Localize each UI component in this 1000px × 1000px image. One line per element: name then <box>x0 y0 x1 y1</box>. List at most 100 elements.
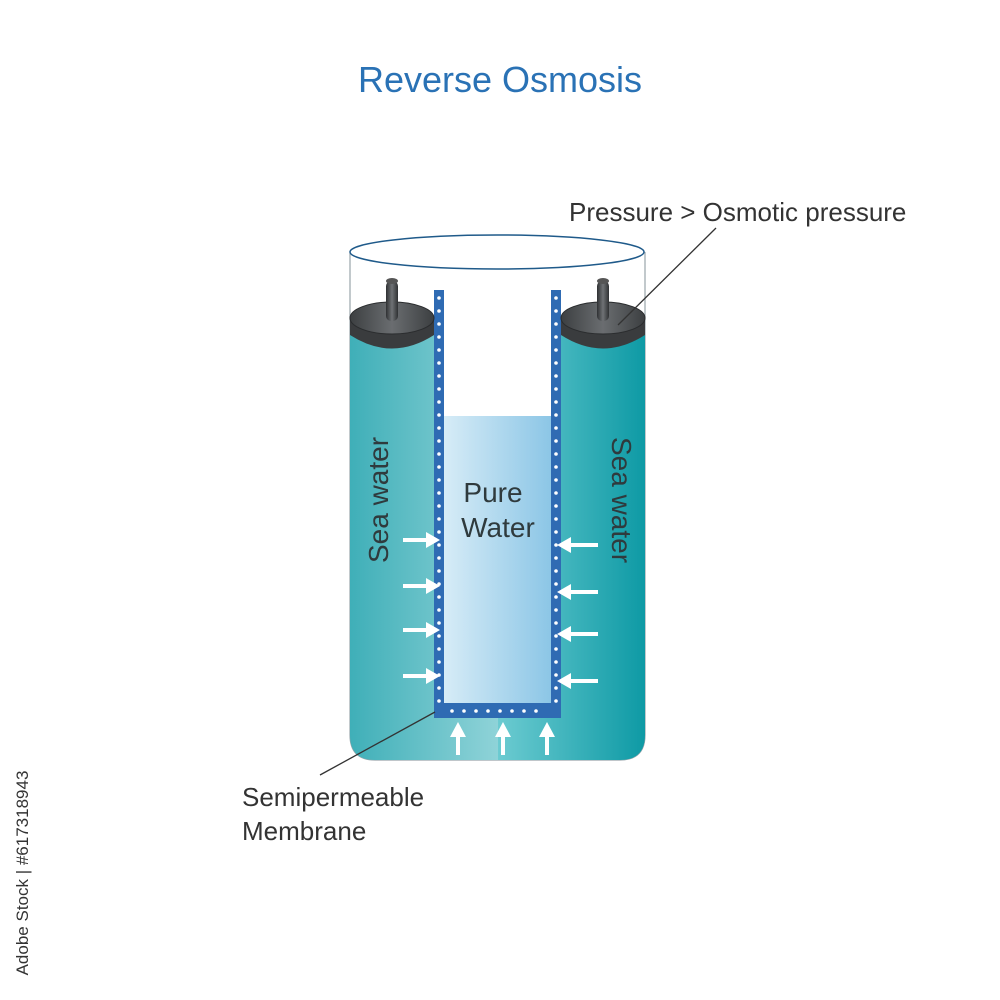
membrane-pore <box>437 556 441 560</box>
pressure-arrow-icon <box>539 722 555 755</box>
membrane-pore <box>437 491 441 495</box>
membrane-pore <box>554 504 558 508</box>
membrane-pore <box>437 309 441 313</box>
membrane-pore <box>486 709 490 713</box>
pressure-arrow-icon <box>403 532 440 548</box>
page-title: Reverse Osmosis <box>358 59 642 100</box>
membrane-pore <box>498 709 502 713</box>
membrane-pore <box>437 439 441 443</box>
membrane-pore <box>437 608 441 612</box>
pressure-arrows <box>403 532 598 755</box>
membrane-pore <box>437 374 441 378</box>
membrane-pore <box>554 413 558 417</box>
sea-water-label-right: Sea water <box>606 437 637 563</box>
membrane-pore <box>554 322 558 326</box>
membrane-pore <box>554 530 558 534</box>
membrane-pore <box>554 439 558 443</box>
membrane-pore <box>554 517 558 521</box>
membrane-pore <box>462 709 466 713</box>
membrane-pore <box>554 556 558 560</box>
membrane-pore <box>474 709 478 713</box>
membrane-pore <box>554 426 558 430</box>
pure-water-label: Pure <box>463 477 522 508</box>
pressure-arrow-icon <box>495 722 511 755</box>
membrane-pore <box>554 660 558 664</box>
stock-watermark: Adobe Stock | #617318943 <box>13 771 32 976</box>
membrane-pore <box>437 569 441 573</box>
membrane-pore <box>554 621 558 625</box>
membrane-pore <box>554 374 558 378</box>
membrane-pore <box>437 504 441 508</box>
membrane-pore <box>437 296 441 300</box>
membrane-pore <box>437 426 441 430</box>
membrane-pore <box>437 400 441 404</box>
membrane-pore <box>437 595 441 599</box>
pressure-leader-line <box>617 227 717 326</box>
membrane-pore <box>554 582 558 586</box>
membrane-pore <box>554 543 558 547</box>
membrane-pore <box>554 673 558 677</box>
pressure-label: Pressure > Osmotic pressure <box>569 197 906 227</box>
membrane-leader-line <box>319 711 436 776</box>
membrane-pore <box>437 582 441 586</box>
membrane-pore <box>437 699 441 703</box>
membrane-pore <box>554 452 558 456</box>
inner-tube-air <box>440 290 554 416</box>
pure-water-label: Water <box>461 512 535 543</box>
pressure-arrow-icon <box>403 578 440 594</box>
membrane-pore <box>437 413 441 417</box>
membrane-pore <box>522 709 526 713</box>
membrane-pore <box>554 686 558 690</box>
membrane-pore <box>534 709 538 713</box>
membrane-pore <box>554 634 558 638</box>
membrane-pore <box>554 569 558 573</box>
pressure-arrow-icon <box>557 537 598 553</box>
semipermeable-membrane <box>434 290 561 718</box>
membrane-pore <box>437 335 441 339</box>
membrane-pore <box>510 709 514 713</box>
membrane-pore <box>554 361 558 365</box>
pressure-arrow-icon <box>557 626 598 642</box>
membrane-pore <box>554 608 558 612</box>
membrane-pore <box>437 387 441 391</box>
glass-rim <box>349 234 645 270</box>
membrane-pore <box>554 595 558 599</box>
membrane-pore <box>554 478 558 482</box>
membrane-pore <box>554 647 558 651</box>
membrane-pore <box>554 309 558 313</box>
pressure-arrow-icon <box>450 722 466 755</box>
membrane-pore <box>437 348 441 352</box>
pressure-arrow-icon <box>403 668 440 684</box>
membrane-pore <box>437 361 441 365</box>
membrane-pore <box>437 634 441 638</box>
membrane-pore <box>437 660 441 664</box>
membrane-pore <box>437 517 441 521</box>
membrane-pore <box>554 387 558 391</box>
membrane-pore <box>554 335 558 339</box>
membrane-pore <box>554 465 558 469</box>
membrane-pore <box>437 465 441 469</box>
pure-water <box>443 416 551 703</box>
pressure-arrow-icon <box>403 622 440 638</box>
pressure-arrow-icon <box>557 673 598 689</box>
membrane-pore <box>554 348 558 352</box>
membrane-pore <box>437 452 441 456</box>
membrane-pore <box>437 530 441 534</box>
membrane-label: Semipermeable <box>242 782 424 812</box>
piston-icon <box>560 278 646 349</box>
sea-water-label-left: Sea water <box>363 437 394 563</box>
membrane-pore <box>450 709 454 713</box>
membrane-pore <box>437 322 441 326</box>
membrane-pore <box>554 491 558 495</box>
membrane-pore <box>554 699 558 703</box>
membrane-pore <box>437 478 441 482</box>
membrane-pore <box>554 400 558 404</box>
membrane-pore <box>437 543 441 547</box>
membrane-label: Membrane <box>242 816 366 846</box>
membrane-pore <box>554 296 558 300</box>
membrane-pore <box>437 621 441 625</box>
membrane-pore <box>437 686 441 690</box>
piston-icon <box>349 278 435 349</box>
pressure-arrow-icon <box>557 584 598 600</box>
